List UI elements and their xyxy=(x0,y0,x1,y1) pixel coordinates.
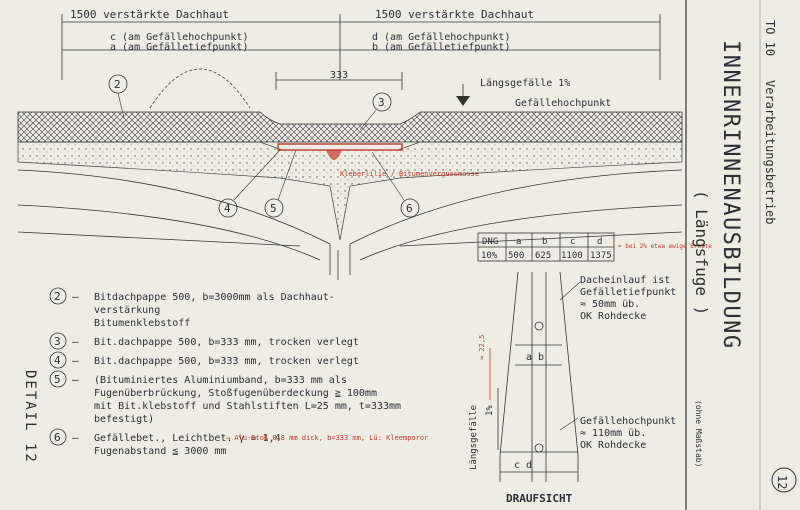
tb-title: INNENRINNENAUSBILDUNG xyxy=(718,40,743,350)
legend-line: Fugenabstand ≦ 3000 mm xyxy=(94,446,226,457)
svg-text:6: 6 xyxy=(406,202,413,215)
tb-sheet-number: 12 xyxy=(775,475,789,489)
legend5-red-note: → Alu-Stoß 0,8 mm dick, b=333 mm, Lü: Kl… xyxy=(226,434,428,442)
tb-company: Verarbeitungsbetrieb xyxy=(763,80,777,225)
tb-project: TO 10 xyxy=(763,20,777,56)
detail-label: DETAIL 12 xyxy=(22,370,38,464)
legend-number-circle xyxy=(49,428,67,446)
dim-right-top: 1500 verstärkte Dachhaut xyxy=(375,8,534,21)
svg-text:1375: 1375 xyxy=(590,251,612,261)
dng-table-cells: DNG a b c d 10% 500 625 1100 1375 xyxy=(481,237,612,261)
table-red-note: = bei 2% etwa ewige Breite xyxy=(618,243,712,250)
plan-note-top4: OK Rohdecke xyxy=(580,311,646,322)
svg-text:c: c xyxy=(570,237,575,247)
red-annotation: Kleberlilie / Bitumenvergussmasse xyxy=(340,170,479,178)
plan-slope-value: 1% xyxy=(485,405,495,416)
svg-text:3: 3 xyxy=(378,96,385,109)
legend-number: 6 xyxy=(54,431,61,444)
svg-text:10%: 10% xyxy=(481,251,498,261)
legend-line: Bit.dachpappe 500, b=333 mm, trocken ver… xyxy=(94,337,359,348)
structural-slab-lines xyxy=(17,169,683,280)
draufsicht-label: DRAUFSICHT xyxy=(506,492,573,505)
dim-right-line2: b (am Gefälletiefpunkt) xyxy=(372,42,510,53)
callout-2: 2 xyxy=(108,74,128,119)
plan-note-bot1: Gefällehochpunkt xyxy=(580,416,676,427)
dim-left-line1: c (am Gefällehochpunkt) xyxy=(110,32,248,43)
top-dimension-lines xyxy=(61,14,661,90)
legend-dash: – xyxy=(72,354,79,367)
legend-number: 2 xyxy=(54,290,61,303)
roof-membrane-layers xyxy=(17,111,683,143)
sheet-number-circle xyxy=(771,467,797,493)
callout-6: 6 xyxy=(371,151,420,218)
legend-dash: – xyxy=(72,431,79,444)
legend-line: Bitdachpappe 500, b=3000mm als Dachhaut- xyxy=(94,292,335,303)
svg-text:d: d xyxy=(597,237,602,247)
callout-4: 4 xyxy=(218,149,281,218)
tb-subtitle: ( Längsfuge ) xyxy=(692,190,711,315)
plan-note-bot2: ≈ 110mm üb. xyxy=(580,428,646,439)
svg-text:5: 5 xyxy=(270,202,277,215)
legend-dash: – xyxy=(72,290,79,303)
legend-line: mit Bit.klebstoff und Stahlstiften L=25 … xyxy=(94,401,401,412)
legend-dash: – xyxy=(72,335,79,348)
dim-333: 333 xyxy=(330,70,348,81)
legend-line: befestigt) xyxy=(94,414,154,425)
dome-outline xyxy=(149,68,251,109)
legend-number-circle xyxy=(49,370,67,388)
plan-cd-label: c d xyxy=(514,460,532,471)
plan-note-top2: Gefälletiefpunkt xyxy=(580,287,676,298)
joint-fill-red xyxy=(326,150,342,160)
legend-number-circle xyxy=(49,287,67,305)
svg-text:1100: 1100 xyxy=(561,251,583,261)
plan-ab-label: a b xyxy=(526,352,544,363)
plan-slope-label: Längsgefälle xyxy=(469,405,479,470)
plan-note-top3: ≈ 50mm üb. xyxy=(580,299,640,310)
plan-view xyxy=(497,271,579,482)
legend-number: 4 xyxy=(54,354,61,367)
aluminium-band-red xyxy=(277,143,403,151)
legend-line: Gefällebet., Leichtbet. γ = 1,4 xyxy=(94,433,281,444)
legend-line: Bit.dachpappe 500, b=333 mm, trocken ver… xyxy=(94,356,359,367)
plan-note-bot3: OK Rohdecke xyxy=(580,440,646,451)
slope-arrow-icon xyxy=(456,96,470,106)
callout-3: 3 xyxy=(359,92,392,131)
dim-right-line1: d (am Gefällehochpunkt) xyxy=(372,32,510,43)
legend-dash: – xyxy=(72,373,79,386)
plan-note-top1: Dacheinlauf ist xyxy=(580,275,670,286)
legend-number-circle xyxy=(49,332,67,350)
svg-text:b: b xyxy=(542,237,547,247)
gefaelle-hochpunkt-label: Gefällehochpunkt xyxy=(515,98,611,109)
dim-left-line2: a (am Gefälletiefpunkt) xyxy=(110,42,248,53)
tb-scale-note: (ohne Maßstab) xyxy=(694,400,703,467)
legend-number-circle xyxy=(49,351,67,369)
svg-text:4: 4 xyxy=(224,202,231,215)
slope-label: Längsgefälle 1% xyxy=(480,78,570,89)
svg-text:2: 2 xyxy=(114,78,121,91)
legend-line: (Bituminiertes Aluminiumband, b=333 mm a… xyxy=(94,375,347,386)
svg-text:625: 625 xyxy=(535,251,551,261)
svg-text:DNG: DNG xyxy=(482,237,498,247)
dng-table xyxy=(477,232,615,262)
callout-5: 5 xyxy=(264,149,297,218)
svg-text:500: 500 xyxy=(508,251,524,261)
plan-red-length: ≈ 22,5 xyxy=(478,335,486,360)
legend-number: 5 xyxy=(54,373,61,386)
legend: 2–Bitdachpappe 500, b=3000mm als Dachhau… xyxy=(49,287,401,457)
dim-left-top: 1500 verstärkte Dachhaut xyxy=(70,8,229,21)
slope-concrete-layer xyxy=(17,141,683,241)
legend-number: 3 xyxy=(54,335,61,348)
legend-line: verstärkung xyxy=(94,305,160,316)
legend-line: Fugenüberbrückung, Stoßfugenüberdeckung … xyxy=(94,388,377,399)
legend-line: Bitumenklebstoff xyxy=(94,318,190,329)
svg-text:a: a xyxy=(516,237,521,247)
